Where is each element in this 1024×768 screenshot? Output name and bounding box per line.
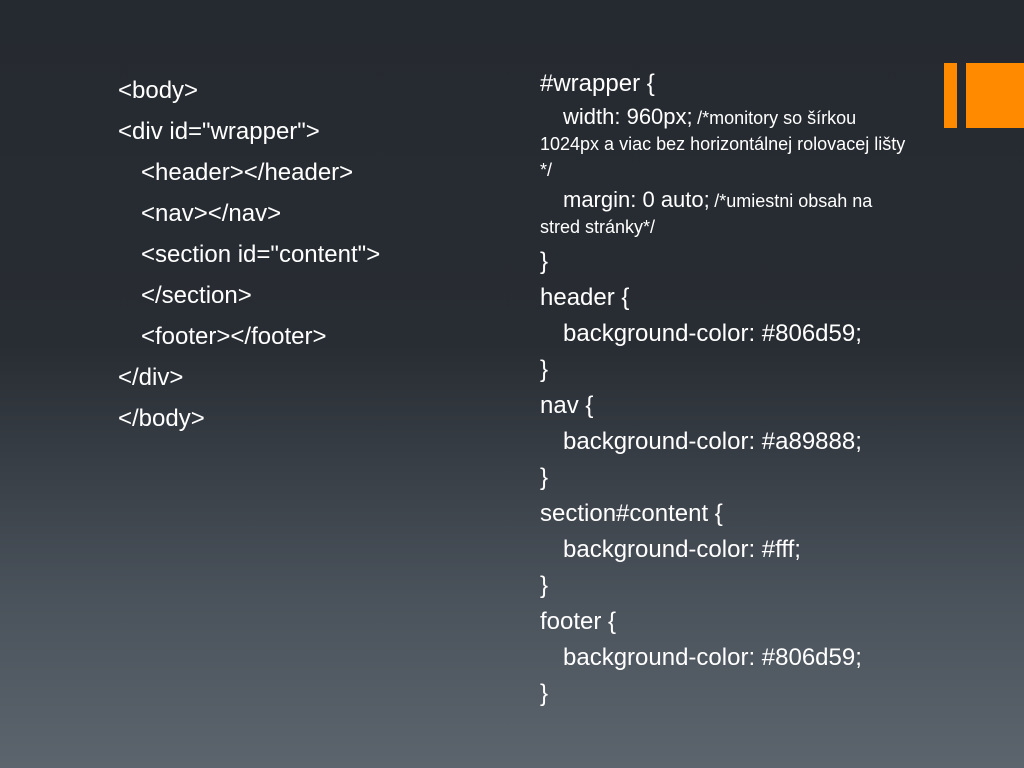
css-nav-bg: background-color: #a89888; (563, 428, 862, 455)
accent-bar-thick (966, 63, 1024, 128)
html-line-nav: <nav></nav> (141, 200, 282, 227)
html-line-body-open: <body> (118, 77, 199, 104)
css-section-bg: background-color: #fff; (563, 536, 801, 563)
css-footer-open: footer { (540, 608, 617, 635)
accent-bar-thin (944, 63, 957, 128)
css-section-open: section#content { (540, 500, 723, 527)
css-header-bg: background-color: #806d59; (563, 320, 862, 347)
css-width-rule: width: 960px; /*monitory so šírkou 1024p… (540, 104, 910, 183)
html-line-section-open: <section id="content"> (141, 241, 381, 268)
css-wrapper-open: #wrapper { (540, 70, 655, 97)
html-code-block: <body> <div id="wrapper"> <header></head… (118, 70, 498, 439)
css-width-comment: /*monitory so šírkou 1024px a viac bez h… (540, 108, 906, 180)
css-nav-open: nav { (540, 392, 594, 419)
html-line-div-close: </div> (118, 364, 184, 391)
css-code-block: #wrapper { width: 960px; /*monitory so š… (540, 66, 910, 712)
css-margin-decl: margin: 0 auto; (563, 187, 710, 212)
html-line-body-close: </body> (118, 405, 205, 432)
css-section-close: } (540, 572, 549, 599)
css-wrapper-close: } (540, 248, 549, 275)
html-line-footer: <footer></footer> (141, 323, 327, 350)
css-footer-bg: background-color: #806d59; (563, 644, 862, 671)
html-line-section-close: </section> (141, 282, 252, 309)
css-header-open: header { (540, 284, 630, 311)
css-margin-comment: /*umiestni obsah na stred stránky*/ (540, 191, 873, 237)
css-header-close: } (540, 356, 549, 383)
css-nav-close: } (540, 464, 549, 491)
css-margin-rule: margin: 0 auto; /*umiestni obsah na stre… (540, 187, 910, 240)
css-width-decl: width: 960px; (563, 104, 693, 129)
html-line-div-open: <div id="wrapper"> (118, 118, 320, 145)
html-line-header: <header></header> (141, 159, 354, 186)
css-footer-close: } (540, 680, 549, 707)
